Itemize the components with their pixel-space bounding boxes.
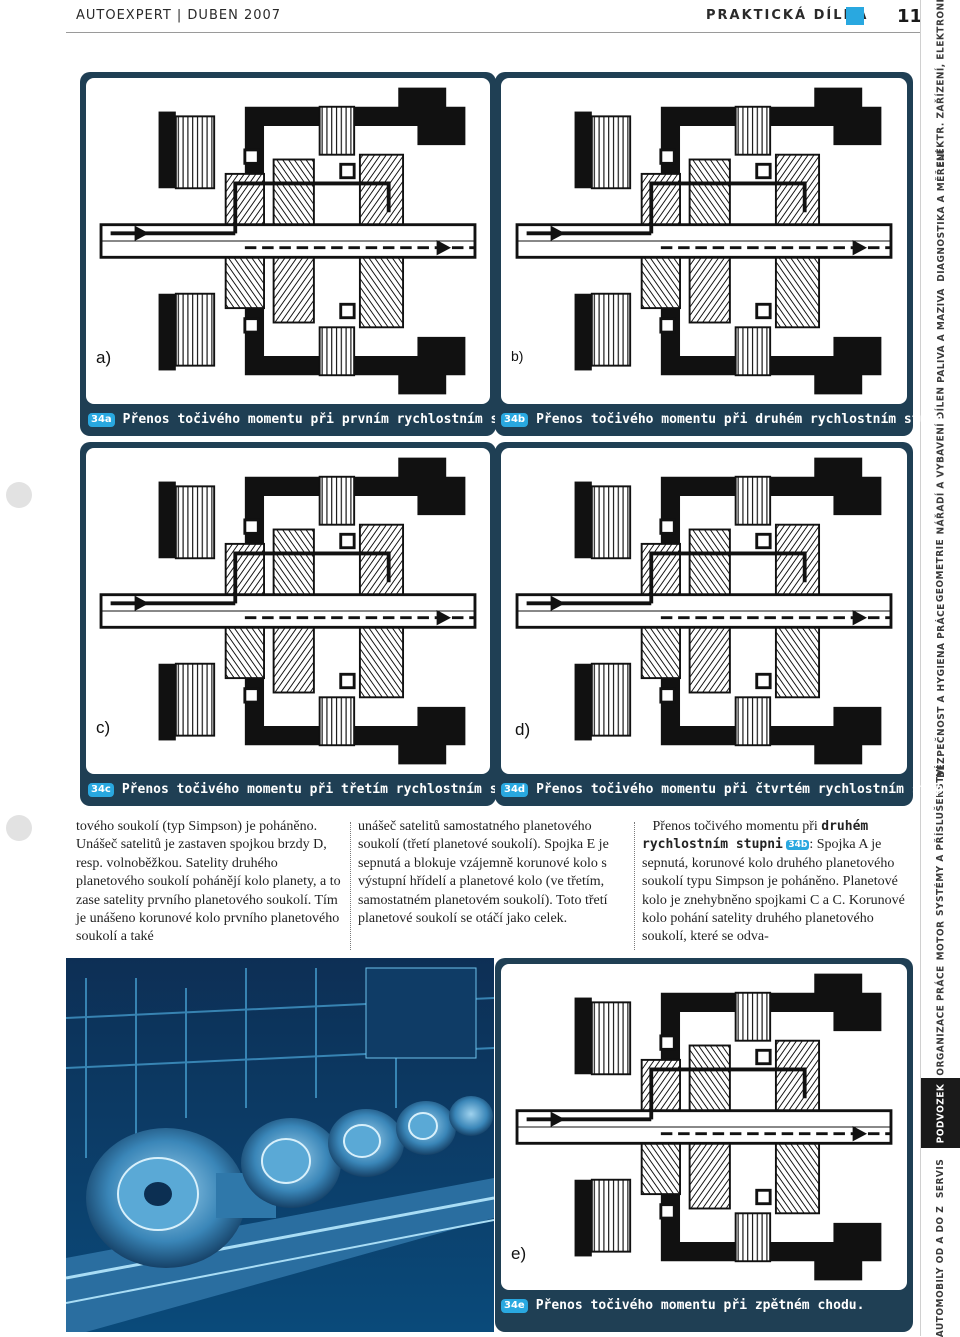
body-paragraph: tového soukolí (typ Simpson) je poháněno… xyxy=(76,819,341,945)
text-column-3: Přenos točivého momentu při druhém rychl… xyxy=(642,818,914,947)
figure-label: d) xyxy=(515,720,531,739)
binder-hole xyxy=(6,815,32,841)
figure-caption: 34d Přenos točivého momentu při čtvrtém … xyxy=(501,782,960,797)
figure-drawing: b) xyxy=(501,78,907,404)
section-marker-square xyxy=(846,7,864,25)
figure-tag: 34d xyxy=(501,782,529,797)
body-paragraph: Přenos točivého momentu při druhém rychl… xyxy=(642,819,905,945)
transmission-diagram xyxy=(515,85,893,397)
figure-34e: e) 34e Přenos točivého momentu při zpětn… xyxy=(495,958,913,1332)
index-bezpecnost[interactable]: BEZPEČNOST A HYGIENA PRÁCE xyxy=(935,602,947,778)
figure-caption: 34e Přenos točivého momentu při zpětném … xyxy=(501,1298,864,1313)
caption-text: Přenos točivého momentu při druhém rychl… xyxy=(536,412,959,427)
caption-text: Přenos točivého momentu při třetím rychl… xyxy=(121,782,545,797)
binder-hole xyxy=(6,482,32,508)
figure-caption: 34c Přenos točivého momentu při třetím r… xyxy=(88,782,544,797)
column-divider xyxy=(634,822,635,950)
figure-tag: 34e xyxy=(501,1298,528,1313)
header-publication: AUTOEXPERT | DUBEN 2007 xyxy=(76,8,282,23)
figure-caption: 34a Přenos točivého momentu při prvním r… xyxy=(88,412,545,427)
figure-label: e) xyxy=(511,1244,527,1263)
page-number: 11 xyxy=(897,6,923,27)
figure-drawing: e) xyxy=(501,964,907,1290)
transmission-assembly-photo xyxy=(65,958,495,1332)
index-geometrie[interactable]: GEOMETRIE xyxy=(935,538,947,602)
column-divider xyxy=(350,822,351,950)
body-paragraph: unášeč satelitů samostatného planetového… xyxy=(358,819,609,927)
index-organizace[interactable]: ORGANIZACE PRÁCE xyxy=(935,964,947,1076)
factory-photo xyxy=(65,958,495,1332)
figure-label: a) xyxy=(96,348,112,367)
figure-label: b) xyxy=(511,348,524,364)
figure-label: c) xyxy=(96,718,111,737)
figure-tag: 34a xyxy=(88,412,115,427)
caption-text: Přenos točivého momentu při prvním rychl… xyxy=(122,412,546,427)
inline-figure-ref: 34b xyxy=(786,840,810,851)
index-motor[interactable]: MOTOR xyxy=(935,920,947,960)
figure-34c: c) 34c Přenos točivého momentu při třetí… xyxy=(80,442,544,806)
figure-34a: a) 34a Přenos točivého momentu při první… xyxy=(80,72,545,436)
index-diagnostika[interactable]: DIAGNOSTIKA A MĚŘENÍ xyxy=(935,148,947,282)
transmission-diagram xyxy=(99,455,477,767)
header-rule xyxy=(66,32,920,33)
figure-drawing: a) xyxy=(86,78,490,404)
figure-drawing: c) xyxy=(86,448,490,774)
index-elektr[interactable]: ELEKTR. ZAŘÍZENÍ, ELEKTRONIKA xyxy=(935,0,947,167)
figure-drawing: d) xyxy=(501,448,907,774)
header-section: PRAKTICKÁ DÍLNA xyxy=(706,8,869,23)
index-servis[interactable]: SERVIS xyxy=(935,1158,947,1198)
transmission-diagram xyxy=(515,455,893,767)
figure-34d: d) 34d Přenos točivého momentu při čtvrt… xyxy=(495,442,960,806)
figure-tag: 34c xyxy=(88,782,114,797)
figure-tag: 34b xyxy=(501,412,529,427)
index-naradi[interactable]: NÁŘADÍ A VYBAVENÍ DÍLEN xyxy=(935,386,947,534)
index-automobily[interactable]: AUTOMOBILY OD A DO Z xyxy=(935,1205,947,1337)
transmission-diagram xyxy=(515,971,893,1283)
caption-text: Přenos točivého momentu při zpětném chod… xyxy=(535,1298,865,1313)
index-paliva[interactable]: PALIVA A MAZIVA xyxy=(935,287,947,383)
index-podvozek[interactable]: PODVOZEK xyxy=(921,1078,960,1148)
transmission-diagram xyxy=(99,85,477,397)
section-index: ELEKTR. ZAŘÍZENÍ, ELEKTRONIKA DIAGNOSTIK… xyxy=(920,0,960,1337)
figure-caption: 34b Přenos točivého momentu při druhém r… xyxy=(501,412,959,427)
figure-34b: b) 34b Přenos točivého momentu při druhé… xyxy=(495,72,959,436)
text-column-2: unášeč satelitů samostatného planetového… xyxy=(358,818,626,928)
text-column-1: tového soukolí (typ Simpson) je poháněno… xyxy=(76,818,344,947)
caption-text: Přenos točivého momentu při čtvrtém rych… xyxy=(536,782,960,797)
